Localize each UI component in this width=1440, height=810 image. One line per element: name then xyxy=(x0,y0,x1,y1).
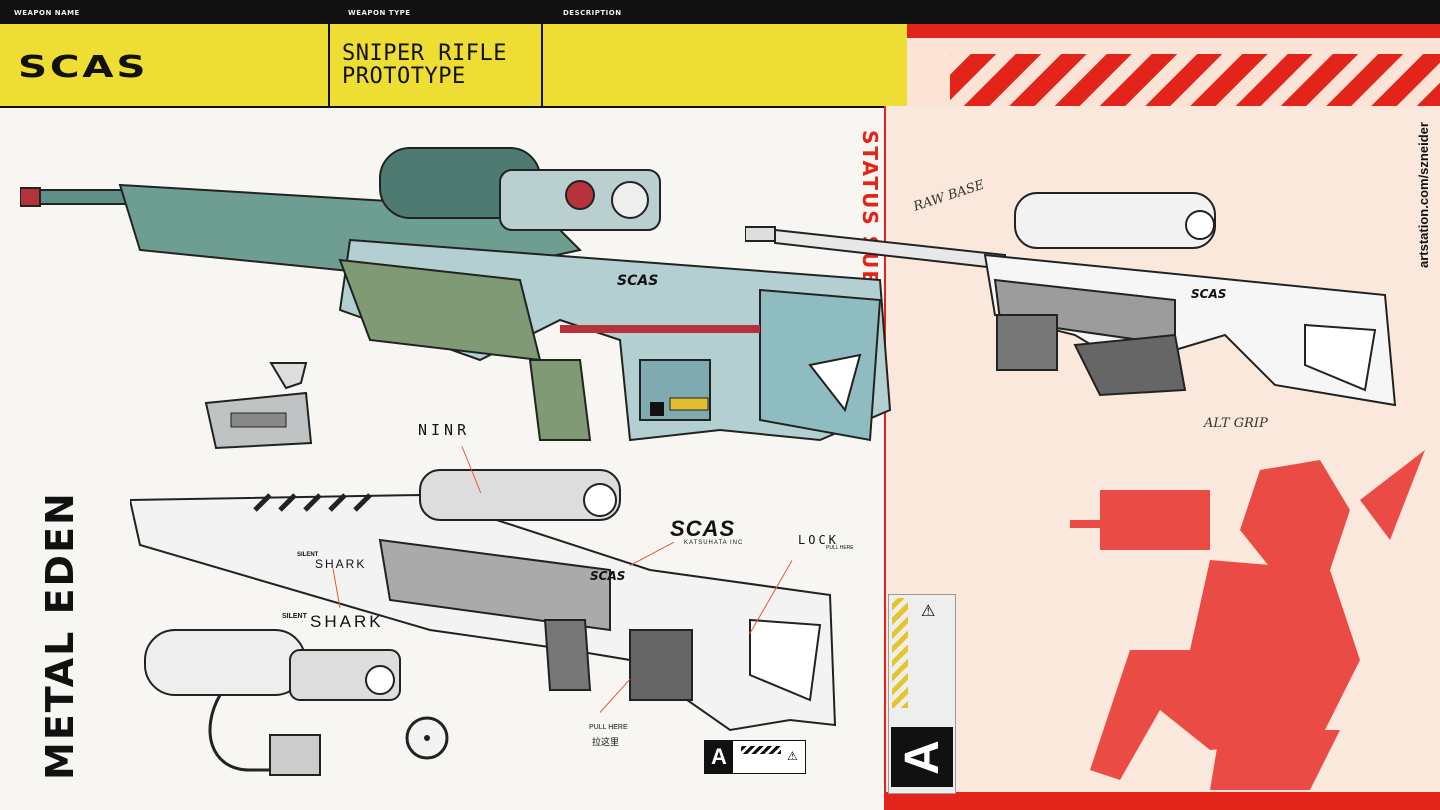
rifle-colored-sketch: SCAS xyxy=(20,147,892,442)
rifle-raw-base-sketch: SCAS xyxy=(745,192,1397,407)
vertical-red-line xyxy=(884,106,886,810)
shark-label-large: SHARK xyxy=(310,612,384,631)
hazard-stripes xyxy=(950,54,1440,108)
silent-label: SILENT xyxy=(297,552,319,558)
sight-ring-sketch xyxy=(405,716,449,760)
header-divider xyxy=(328,24,330,106)
warning-stripes xyxy=(741,746,781,754)
pull-here-label: PULL HERE xyxy=(589,724,628,731)
lock-pull-here-label: PULL HERE xyxy=(826,545,854,551)
magazine-sketch xyxy=(204,362,313,450)
warning-triangle-icon: ⚠ xyxy=(921,603,936,620)
warning-panel: ⚠ A xyxy=(888,594,956,794)
red-soldier-silhouette xyxy=(1070,450,1425,790)
weapon-name: SCAS xyxy=(18,50,149,85)
warning-triangle-icon: ⚠ xyxy=(787,749,798,763)
grade-a-icon: A xyxy=(891,727,953,787)
alt-grip-note: ALT GRIP xyxy=(1204,416,1268,431)
katsuhata-label: KATSUHATA INC xyxy=(684,540,744,546)
warning-label-box: A ⚠ xyxy=(704,740,806,774)
silent-label-2: SILENT xyxy=(282,613,307,620)
scope-sketch xyxy=(144,629,401,776)
artstation-link: artstation.com/szneider xyxy=(1416,122,1431,268)
rifle-line-sketch: SCAS xyxy=(130,469,837,732)
svg-text:SCAS: SCAS xyxy=(1191,287,1226,301)
hazard-top-line xyxy=(907,24,1440,38)
warning-panel-stripes xyxy=(892,598,908,708)
description-label: DESCRIPTION xyxy=(563,9,622,17)
header-yellow-band xyxy=(0,24,907,108)
weapon-type-label: WEAPON TYPE xyxy=(348,9,411,17)
bottom-red-bar xyxy=(886,792,1440,810)
weapon-name-label: WEAPON NAME xyxy=(14,9,80,17)
top-label-bar: WEAPON NAME WEAPON TYPE DESCRIPTION xyxy=(0,0,1440,24)
grade-a-icon: A xyxy=(705,741,733,773)
pull-here-chinese-label: 拉这里 xyxy=(592,738,620,748)
game-logo-text: METAL EDEN xyxy=(38,491,82,780)
svg-text:SCAS: SCAS xyxy=(617,273,658,289)
weapon-type: SNIPER RIFLE PROTOTYPE xyxy=(342,41,507,89)
svg-text:SCAS: SCAS xyxy=(590,569,625,583)
scas-brand-label: SCAS xyxy=(670,516,736,541)
lock-label: LOCK xyxy=(798,533,839,547)
shark-label: SHARK xyxy=(315,557,367,571)
ninr-label: NINR xyxy=(418,421,471,439)
header-divider xyxy=(541,24,543,106)
